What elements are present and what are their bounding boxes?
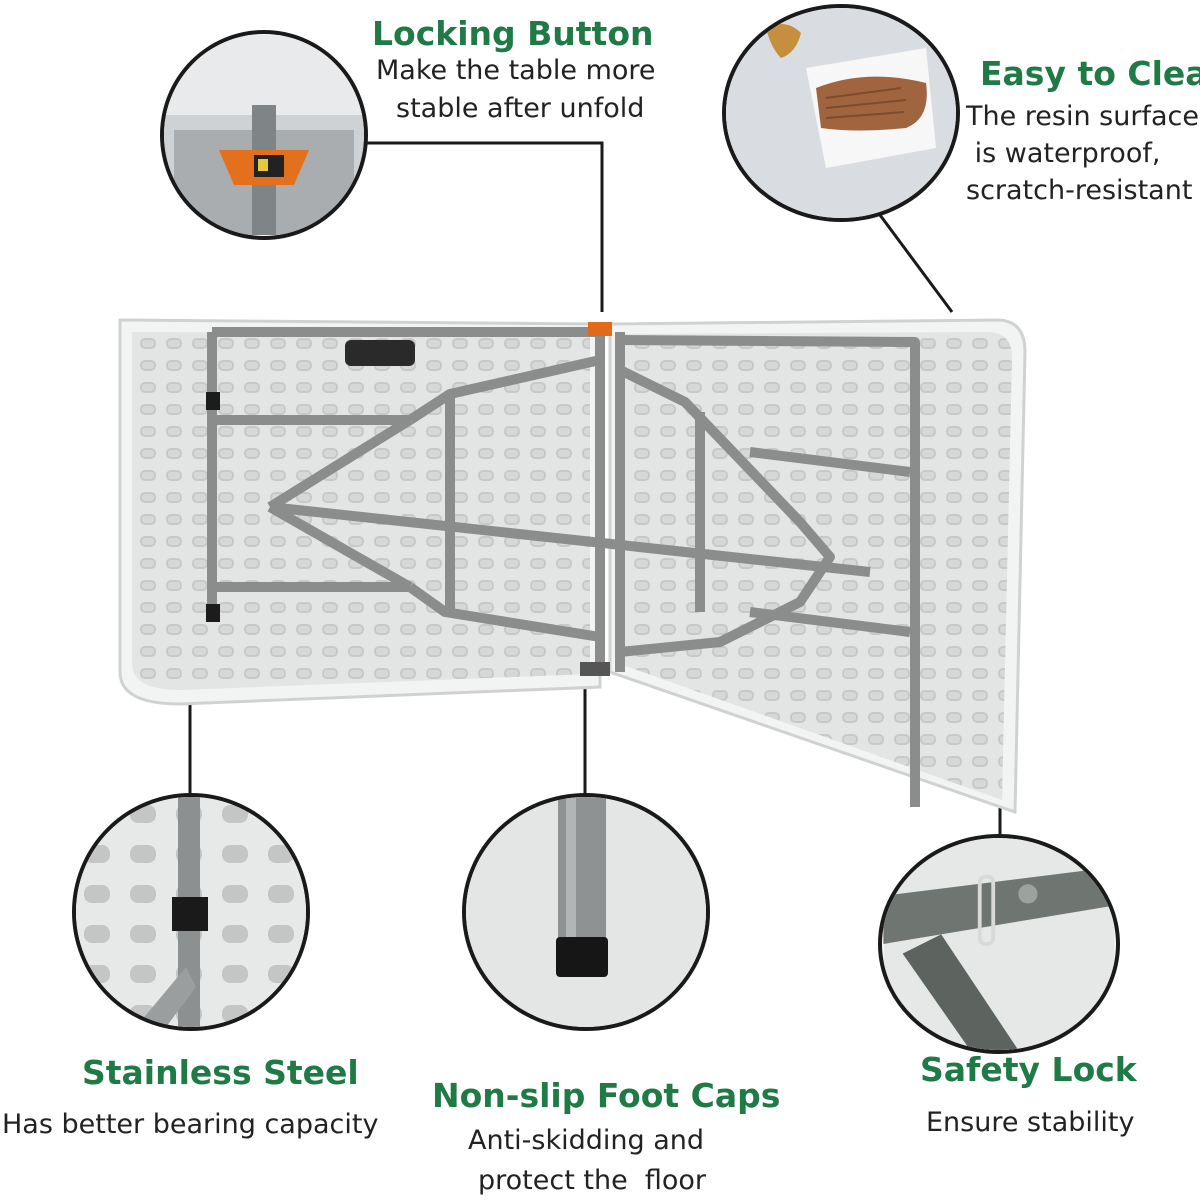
- locking-button-closeup-circle: [160, 30, 368, 240]
- locking-button-desc-line-1: Make the table more: [376, 55, 656, 86]
- easy-clean-desc-line-1: The resin surface: [966, 101, 1199, 132]
- foot-caps-desc-line-2: protect the floor: [478, 1165, 706, 1196]
- locking-button-title: Locking Button: [372, 14, 654, 53]
- safety-lock-icon: [883, 838, 1115, 1050]
- easy-clean-desc-line-3: scratch-resistant: [966, 175, 1193, 206]
- stainless-steel-title: Stainless Steel: [82, 1053, 359, 1092]
- folding-table-underside: [118, 318, 1027, 815]
- wiping-hand-icon: [726, 8, 956, 218]
- easy-clean-desc-line-2: is waterproof,: [966, 138, 1161, 169]
- stainless-steel-closeup-circle: [72, 793, 310, 1031]
- safety-lock-closeup-circle: [878, 834, 1120, 1054]
- locking-button-desc-line-2: stable after unfold: [396, 93, 645, 124]
- foot-cap-icon: [466, 797, 706, 1027]
- foot-caps-desc-line-1: Anti-skidding and: [468, 1125, 705, 1156]
- easy-clean-title: Easy to Clean: [980, 54, 1200, 93]
- foot-caps-closeup-circle: [462, 793, 710, 1031]
- safety-lock-title: Safety Lock: [920, 1050, 1137, 1089]
- easy-clean-closeup-circle: [722, 4, 960, 222]
- safety-lock-desc-line-1: Ensure stability: [926, 1107, 1135, 1138]
- steel-leg-icon: [76, 797, 306, 1027]
- lock-mechanism-icon: [164, 35, 364, 235]
- foot-caps-title: Non-slip Foot Caps: [432, 1076, 781, 1115]
- stainless-steel-desc-line-1: Has better bearing capacity: [2, 1109, 379, 1140]
